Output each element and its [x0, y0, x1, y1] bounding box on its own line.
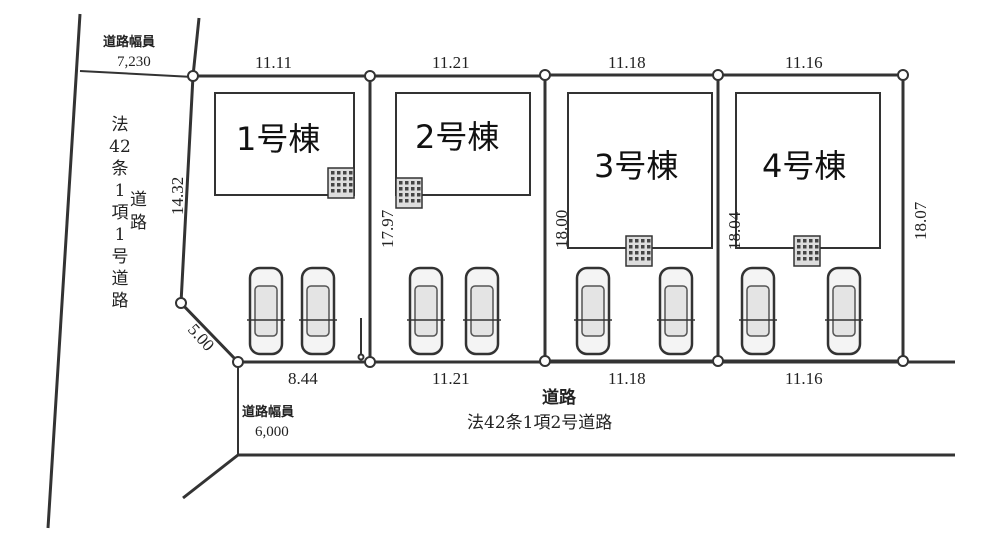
west-road-edge — [46, 13, 82, 529]
west-road-name-char: 号 — [112, 247, 129, 267]
lot-1 — [179, 74, 372, 364]
west-road-name-char: 路 — [112, 291, 129, 311]
boundary-points — [175, 69, 909, 368]
parking-car-icon — [247, 266, 285, 356]
lot-2-bottom-dim: 11.21 — [432, 369, 470, 388]
west-road-name-char: 法 — [112, 115, 129, 135]
lot-3-left-dim: 18.00 — [552, 210, 571, 248]
west-road-width-label: 道路幅員 — [103, 34, 155, 50]
west-road-name-char: 条 — [112, 159, 129, 179]
lot-3-bottom-dim: 11.18 — [608, 369, 646, 388]
parking-car-icon — [739, 266, 777, 356]
west-road-dimension-line — [191, 17, 201, 77]
lot-1-left-dim: 14.32 — [168, 177, 187, 215]
lot-2-top-dim: 11.21 — [432, 53, 470, 72]
house-1-label: 1号棟 — [236, 120, 320, 158]
house-2 — [395, 92, 531, 196]
south-road-width-label: 道路幅員 — [242, 404, 294, 420]
lot-3-top-dim: 11.18 — [608, 53, 646, 72]
lot-1-top-dim: 11.11 — [255, 53, 292, 72]
west-road-name-side-1: 道 — [130, 190, 147, 210]
parking-car-icon — [657, 266, 695, 356]
parking-car-icon — [407, 266, 445, 356]
entrance-steps-icon — [395, 177, 423, 209]
west-road-width-value: 7,230 — [117, 54, 151, 70]
lot-4-left-dim: 18.04 — [725, 211, 744, 250]
west-road-name-char: 道 — [112, 269, 129, 289]
parking-car-icon — [574, 266, 612, 356]
lot-1-bottom-dim: 8.44 — [288, 369, 318, 388]
west-road-name-char: 1 — [115, 225, 126, 245]
west-road-width-line — [79, 70, 194, 78]
lot-4-bottom-dim: 11.16 — [785, 369, 823, 388]
south-road-name-1: 道路 — [542, 387, 577, 408]
arrow-marker-dot — [357, 353, 365, 361]
west-road-name-char: 42 — [109, 137, 131, 157]
west-road-name-char: 1 — [115, 181, 126, 201]
lot-1-corner-dim: 5.00 — [184, 320, 218, 355]
entrance-steps-icon — [625, 235, 653, 267]
house-3-label: 3号棟 — [594, 147, 678, 185]
house-4-label: 4号棟 — [762, 147, 846, 185]
west-road-name-side-2: 路 — [130, 213, 147, 233]
entrance-steps-icon — [793, 235, 821, 267]
house-1 — [214, 92, 355, 196]
road-corner-edge — [182, 453, 239, 500]
entrance-steps-icon — [327, 167, 355, 199]
parking-car-icon — [299, 266, 337, 356]
west-road-name-char: 項 — [112, 203, 129, 223]
south-road-width-value: 6,000 — [255, 424, 289, 440]
south-road-name-2: 法42条1項2号道路 — [467, 413, 612, 433]
house-2-label: 2号棟 — [415, 118, 499, 156]
lot-4-top-dim: 11.16 — [785, 53, 823, 72]
parking-car-icon — [825, 266, 863, 356]
lot-4-right-dim: 18.07 — [911, 201, 930, 240]
lot-2-left-dim: 17.97 — [378, 209, 397, 248]
parking-car-icon — [463, 266, 501, 356]
